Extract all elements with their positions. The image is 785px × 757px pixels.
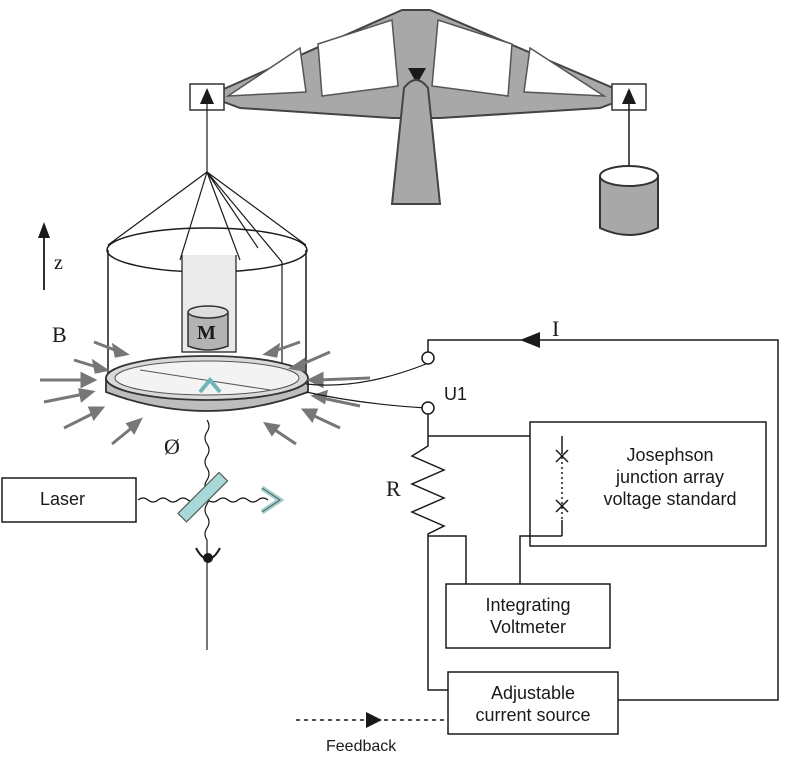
test-mass xyxy=(187,305,229,351)
feedback-label: Feedback xyxy=(326,738,397,755)
voltmeter-line-2: Voltmeter xyxy=(489,617,567,637)
z-axis-label: z xyxy=(54,252,63,274)
josephson-line-2: junction array xyxy=(615,467,725,487)
laser-label: Laser xyxy=(40,489,86,509)
voltage-label: U1 xyxy=(444,384,468,404)
josephson-junctions xyxy=(530,436,569,537)
interferometer xyxy=(137,419,269,650)
laser-box xyxy=(1,477,137,523)
voltmeter-line-1: Integrating xyxy=(485,595,571,615)
center-support xyxy=(390,79,442,205)
coil xyxy=(105,355,309,412)
counterweight xyxy=(599,104,659,236)
josephson-box xyxy=(529,421,767,547)
voltmeter-text: Integrating Voltmeter xyxy=(446,594,610,638)
terminal-bottom xyxy=(421,401,435,415)
voltmeter-box xyxy=(445,583,611,649)
josephson-text: Josephson junction array voltage standar… xyxy=(580,444,760,510)
field-label: B xyxy=(52,322,67,347)
current-source-line-2: current source xyxy=(475,705,591,725)
current-source-line-1: Adjustable xyxy=(490,683,576,703)
reference-mirror xyxy=(260,485,285,515)
current-source-text: Adjustable current source xyxy=(448,682,618,726)
current-source-box xyxy=(447,671,619,735)
hanger xyxy=(107,104,307,263)
resistor-label: R xyxy=(386,476,401,501)
beam-splitter xyxy=(177,471,229,523)
field-arrows xyxy=(40,340,371,446)
josephson-line-3: voltage standard xyxy=(603,489,737,509)
phase-label: Ø xyxy=(164,434,180,459)
terminal-top xyxy=(421,351,435,365)
josephson-line-1: Josephson xyxy=(626,445,714,465)
current-arrow xyxy=(520,332,540,348)
mass-label: M xyxy=(197,322,216,344)
balance-beam xyxy=(189,9,647,119)
current-label: I xyxy=(552,316,560,341)
